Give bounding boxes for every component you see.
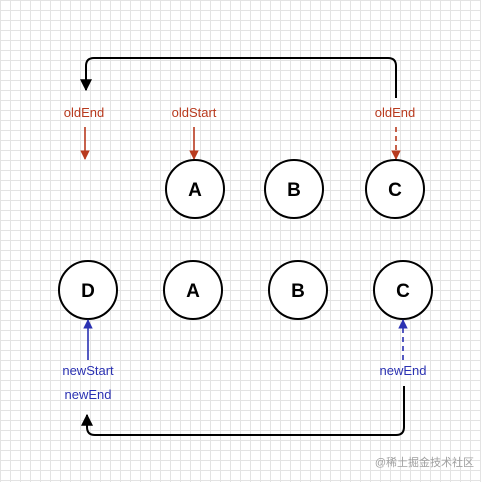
old-node-c: C xyxy=(365,159,425,219)
new-node-a: A xyxy=(163,260,223,320)
svg-text:A: A xyxy=(186,281,200,302)
old-node-a: A xyxy=(165,159,225,219)
new-end-label-right: newEnd xyxy=(380,363,427,378)
old-node-b: B xyxy=(264,159,324,219)
old-end-label-right: oldEnd xyxy=(375,105,415,120)
svg-text:B: B xyxy=(287,180,301,201)
move-connector-top xyxy=(80,57,397,98)
svg-text:C: C xyxy=(396,281,410,302)
watermark-text: @稀土掘金技术社区 xyxy=(375,455,474,469)
new-start-label: newStart xyxy=(62,363,114,378)
old-start-label: oldStart xyxy=(172,105,217,120)
new-node-d: D xyxy=(58,260,118,320)
old-end-label-left: oldEnd xyxy=(64,105,104,120)
new-end-label-left: newEnd xyxy=(65,387,112,402)
new-node-b: B xyxy=(268,260,328,320)
new-node-c: C xyxy=(373,260,433,320)
svg-text:B: B xyxy=(291,281,305,302)
svg-text:A: A xyxy=(188,180,202,201)
move-connector-bottom xyxy=(81,386,405,436)
svg-text:C: C xyxy=(388,180,402,201)
svg-text:D: D xyxy=(81,281,95,302)
